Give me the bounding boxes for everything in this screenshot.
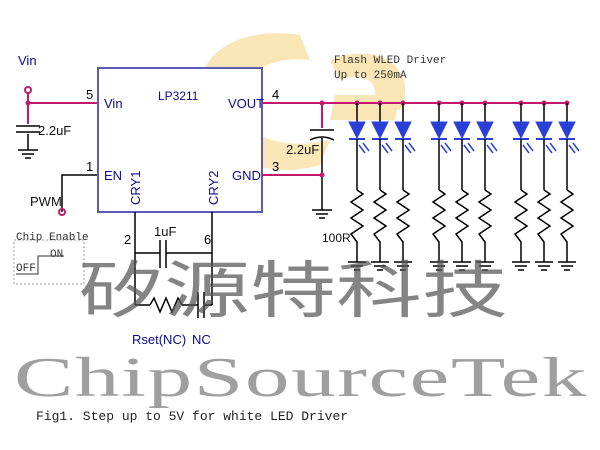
pin-3-number: 3 bbox=[272, 159, 279, 174]
nc-label: NC bbox=[192, 332, 211, 347]
ground-icon bbox=[348, 261, 366, 271]
flying-cap-label: 1uF bbox=[154, 224, 176, 239]
watermark-chinese: 矽源特科技 bbox=[78, 254, 508, 327]
led-string bbox=[453, 100, 475, 271]
pin-2-number: 2 bbox=[124, 232, 131, 247]
en-pwm-input bbox=[58, 174, 98, 216]
ground-icon bbox=[558, 261, 576, 271]
led-resistor bbox=[513, 189, 529, 262]
led-icon bbox=[348, 121, 366, 140]
led-string bbox=[512, 100, 534, 271]
pin-4-number: 4 bbox=[272, 87, 279, 102]
figure-caption: Fig1. Step up to 5V for white LED Driver bbox=[36, 409, 348, 424]
led-icon bbox=[535, 121, 553, 140]
led-strings bbox=[348, 100, 580, 271]
led-string bbox=[535, 100, 557, 271]
pin-1-number: 1 bbox=[86, 159, 93, 174]
led-resistor bbox=[431, 189, 447, 262]
ground-icon bbox=[453, 261, 471, 271]
switch-off-label: OFF bbox=[16, 263, 36, 275]
ground-icon bbox=[394, 261, 412, 271]
input-cap-label: 2.2uF bbox=[38, 123, 71, 138]
led-icon bbox=[512, 121, 530, 140]
ground-icon bbox=[312, 209, 332, 219]
pin-gnd-label: GND bbox=[232, 168, 261, 183]
ground-icon bbox=[371, 261, 389, 271]
led-string bbox=[430, 100, 452, 271]
flying-capacitor-network bbox=[134, 212, 213, 318]
led-icon bbox=[371, 121, 389, 140]
led-string bbox=[371, 100, 393, 271]
ground-icon bbox=[430, 261, 448, 271]
gnd-rail bbox=[262, 172, 332, 219]
led-string bbox=[348, 100, 370, 271]
switch-on-label: ON bbox=[50, 249, 63, 261]
led-string bbox=[394, 100, 416, 271]
led-resistor bbox=[395, 189, 411, 262]
led-resistor bbox=[559, 189, 575, 262]
led-icon bbox=[394, 121, 412, 140]
led-resistor bbox=[349, 189, 365, 262]
vin-label: Vin bbox=[18, 53, 37, 68]
led-string bbox=[558, 100, 580, 271]
output-cap-label: 2.2uF bbox=[286, 142, 319, 157]
ground-icon bbox=[476, 261, 494, 271]
led-resistor bbox=[477, 189, 493, 262]
vin-terminal bbox=[24, 86, 32, 94]
chip-name: LP3211 bbox=[158, 89, 199, 103]
pin-en-label: EN bbox=[104, 168, 122, 183]
led-icon bbox=[558, 121, 576, 140]
resistor-value-label: 100R bbox=[322, 231, 351, 245]
led-resistor bbox=[536, 189, 552, 262]
led-resistor bbox=[454, 189, 470, 262]
pin-cry1-label: CRY1 bbox=[128, 171, 143, 205]
led-icon bbox=[476, 121, 494, 140]
pwm-label: PWM bbox=[30, 194, 62, 209]
rset-resistor bbox=[149, 296, 183, 314]
pin-6-number: 6 bbox=[204, 232, 211, 247]
chip-enable-switch bbox=[13, 239, 85, 285]
ground-icon bbox=[512, 261, 530, 271]
ground-icon bbox=[535, 261, 553, 271]
led-resistor bbox=[372, 189, 388, 262]
watermark-english: ChipSourceTek bbox=[14, 347, 588, 409]
vin-input bbox=[16, 86, 98, 159]
pin-vout-label: VOUT bbox=[228, 96, 264, 111]
rset-label: Rset(NC) bbox=[132, 332, 186, 347]
ground-icon bbox=[18, 149, 38, 159]
chip-enable-label: Chip Enable bbox=[16, 232, 89, 244]
led-string bbox=[476, 100, 498, 271]
led-icon bbox=[453, 121, 471, 140]
lp3211-chip bbox=[97, 67, 263, 213]
pin-cry2-label: CRY2 bbox=[206, 171, 221, 205]
pin-vin-label: Vin bbox=[104, 96, 123, 111]
driver-title: Flash WLED Driver bbox=[334, 55, 446, 67]
led-icon bbox=[430, 121, 448, 140]
pin-5-number: 5 bbox=[86, 87, 93, 102]
driver-current: Up to 250mA bbox=[334, 70, 407, 82]
